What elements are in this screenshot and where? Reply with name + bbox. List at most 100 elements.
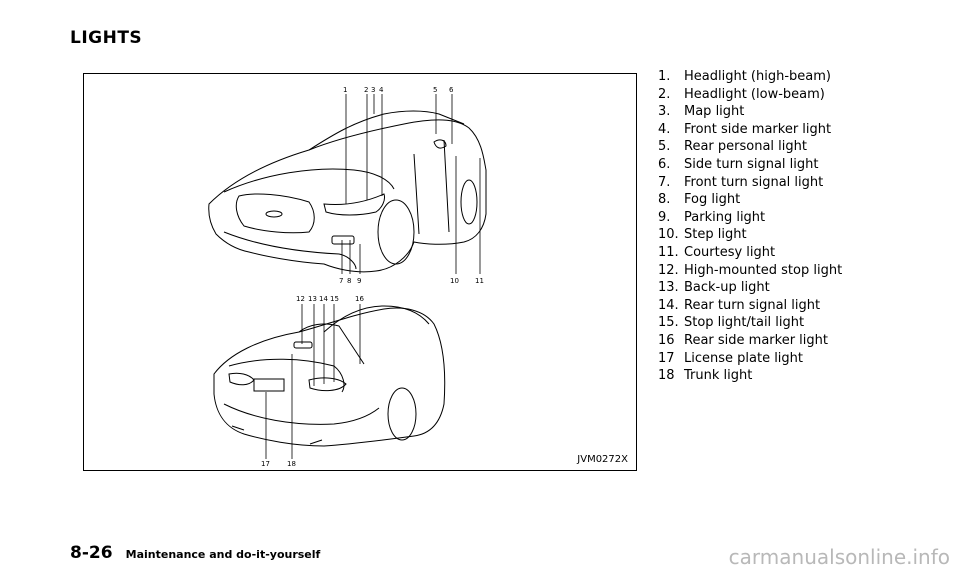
legend-item: 10. Step light (658, 226, 842, 244)
callout-6: 6 (449, 86, 454, 94)
callout-12: 12 (296, 295, 305, 303)
legend-number: 11. (658, 244, 679, 260)
page-number: 8-26 (70, 543, 113, 563)
callout-17: 17 (261, 460, 270, 468)
figure-code: JVM0272X (577, 454, 628, 465)
callout-13: 13 (308, 295, 317, 303)
callout-8: 8 (347, 277, 351, 285)
legend-text: Map light (684, 104, 745, 120)
front-car-headlight (323, 193, 385, 216)
legend-text: Rear turn signal light (684, 297, 821, 313)
front-car-fog-light (331, 235, 355, 245)
callout-11: 11 (475, 277, 484, 285)
legend-text: Side turn signal light (684, 156, 819, 172)
chapter-title: Maintenance and do-it-yourself (125, 548, 321, 561)
legend-text: Stop light/tail light (684, 315, 805, 331)
front-car-logo (265, 210, 283, 218)
legend-text: Front side marker light (684, 121, 832, 137)
callout-5: 5 (433, 86, 437, 94)
legend-number: 17 (658, 350, 675, 366)
legend-item: 9. Parking light (658, 209, 842, 227)
callout-9: 9 (357, 277, 361, 285)
rear-car-tail-light-right (308, 377, 347, 392)
front-car-wheel (377, 199, 415, 265)
legend-item: 1. Headlight (high-beam) (658, 68, 842, 86)
legend-number: 9. (658, 209, 671, 225)
legend-number: 4. (658, 121, 671, 137)
legend-text: Back-up light (684, 280, 770, 296)
callout-2: 2 (364, 86, 368, 94)
legend-text: Courtesy light (684, 244, 776, 260)
front-car-mirror (433, 139, 447, 149)
rear-car-rear-window (298, 323, 365, 365)
legend-item: 5.Rear personal light (658, 138, 842, 156)
front-car-body (208, 119, 487, 273)
rear-car-body (213, 307, 446, 447)
legend-text: Trunk light (684, 368, 753, 384)
legend-item: 8. Fog light (658, 191, 842, 209)
callout-3: 3 (371, 86, 375, 94)
legend-item: 17 License plate light (658, 350, 842, 368)
rear-car-bumper (223, 403, 380, 425)
legend-item: 7. Front turn signal light (658, 174, 842, 192)
front-car-grille (235, 193, 315, 234)
car-illustration: 1 2 3 4 5 6 7 8 9 10 11 12 13 14 15 16 1… (208, 86, 487, 468)
callout-15: 15 (330, 295, 339, 303)
legend-item: 4. Front side marker light (658, 121, 842, 139)
legend-text: Headlight (low-beam) (684, 86, 825, 102)
rear-car-exhaust (231, 425, 323, 445)
legend-number: 6. (658, 156, 671, 172)
callout-7: 7 (339, 277, 343, 285)
callout-4: 4 (379, 86, 384, 94)
callout-16: 16 (355, 295, 364, 303)
legend-item: 12. High-mounted stop light (658, 262, 842, 280)
rear-car-license-plate (253, 378, 285, 392)
watermark[interactable]: carmanualsonline.info (728, 545, 950, 569)
front-car-rear-wheel (460, 179, 478, 225)
page-footer: 8-26 Maintenance and do-it-yourself (70, 543, 320, 563)
legend-number: 2. (658, 86, 671, 102)
legend-number: 3. (658, 104, 671, 120)
legend-text: High-mounted stop light (684, 262, 843, 278)
legend-text: Fog light (684, 192, 741, 208)
front-car-windshield (308, 110, 465, 151)
callout-14: 14 (319, 295, 328, 303)
callout-18: 18 (287, 460, 296, 468)
legend-number: 14. (658, 297, 679, 313)
legend-number: 7. (658, 174, 671, 190)
rear-car-wheel (387, 387, 417, 441)
legend-item: 11. Courtesy light (658, 244, 842, 262)
light-legend-list: 1. Headlight (high-beam) 2. Headlight (low… (658, 68, 842, 385)
front-car-door (413, 139, 450, 235)
legend-text: License plate light (684, 350, 804, 366)
lights-figure: 1 2 3 4 5 6 7 8 9 10 11 12 13 14 15 16 1… (83, 73, 637, 471)
legend-number: 15. (658, 315, 679, 331)
callout-1: 1 (343, 86, 347, 94)
legend-number: 5. (658, 139, 671, 155)
front-car-hood-line (223, 168, 395, 193)
legend-text: Step light (684, 227, 747, 243)
rear-car-tail-light-left (228, 372, 255, 386)
front-car-bumper (223, 231, 357, 270)
legend-item: 6. Side turn signal light (658, 156, 842, 174)
legend-item: 13. Back-up light (658, 279, 842, 297)
callout-10: 10 (450, 277, 459, 285)
legend-item: 14. Rear turn signal light (658, 297, 842, 315)
legend-number: 10. (658, 227, 679, 243)
rear-car-roof (323, 305, 430, 333)
legend-number: 12. (658, 262, 679, 278)
legend-item: 15. Stop light/tail light (658, 314, 842, 332)
legend-text: Front turn signal light (684, 174, 824, 190)
legend-text: Parking light (684, 209, 766, 225)
legend-text: Headlight (high-beam) (684, 69, 831, 84)
legend-item: 18 Trunk light (658, 367, 842, 385)
rear-car-high-stop-light (293, 341, 313, 349)
legend-item: 2. Headlight (low-beam) (658, 86, 842, 104)
legend-number: 8. (658, 192, 671, 208)
legend-text: Rear side marker light (684, 332, 828, 348)
legend-number: 1. (658, 69, 671, 84)
legend-number: 13. (658, 280, 679, 296)
legend-number: 18 (658, 368, 675, 384)
rear-car-trunk (228, 358, 345, 393)
